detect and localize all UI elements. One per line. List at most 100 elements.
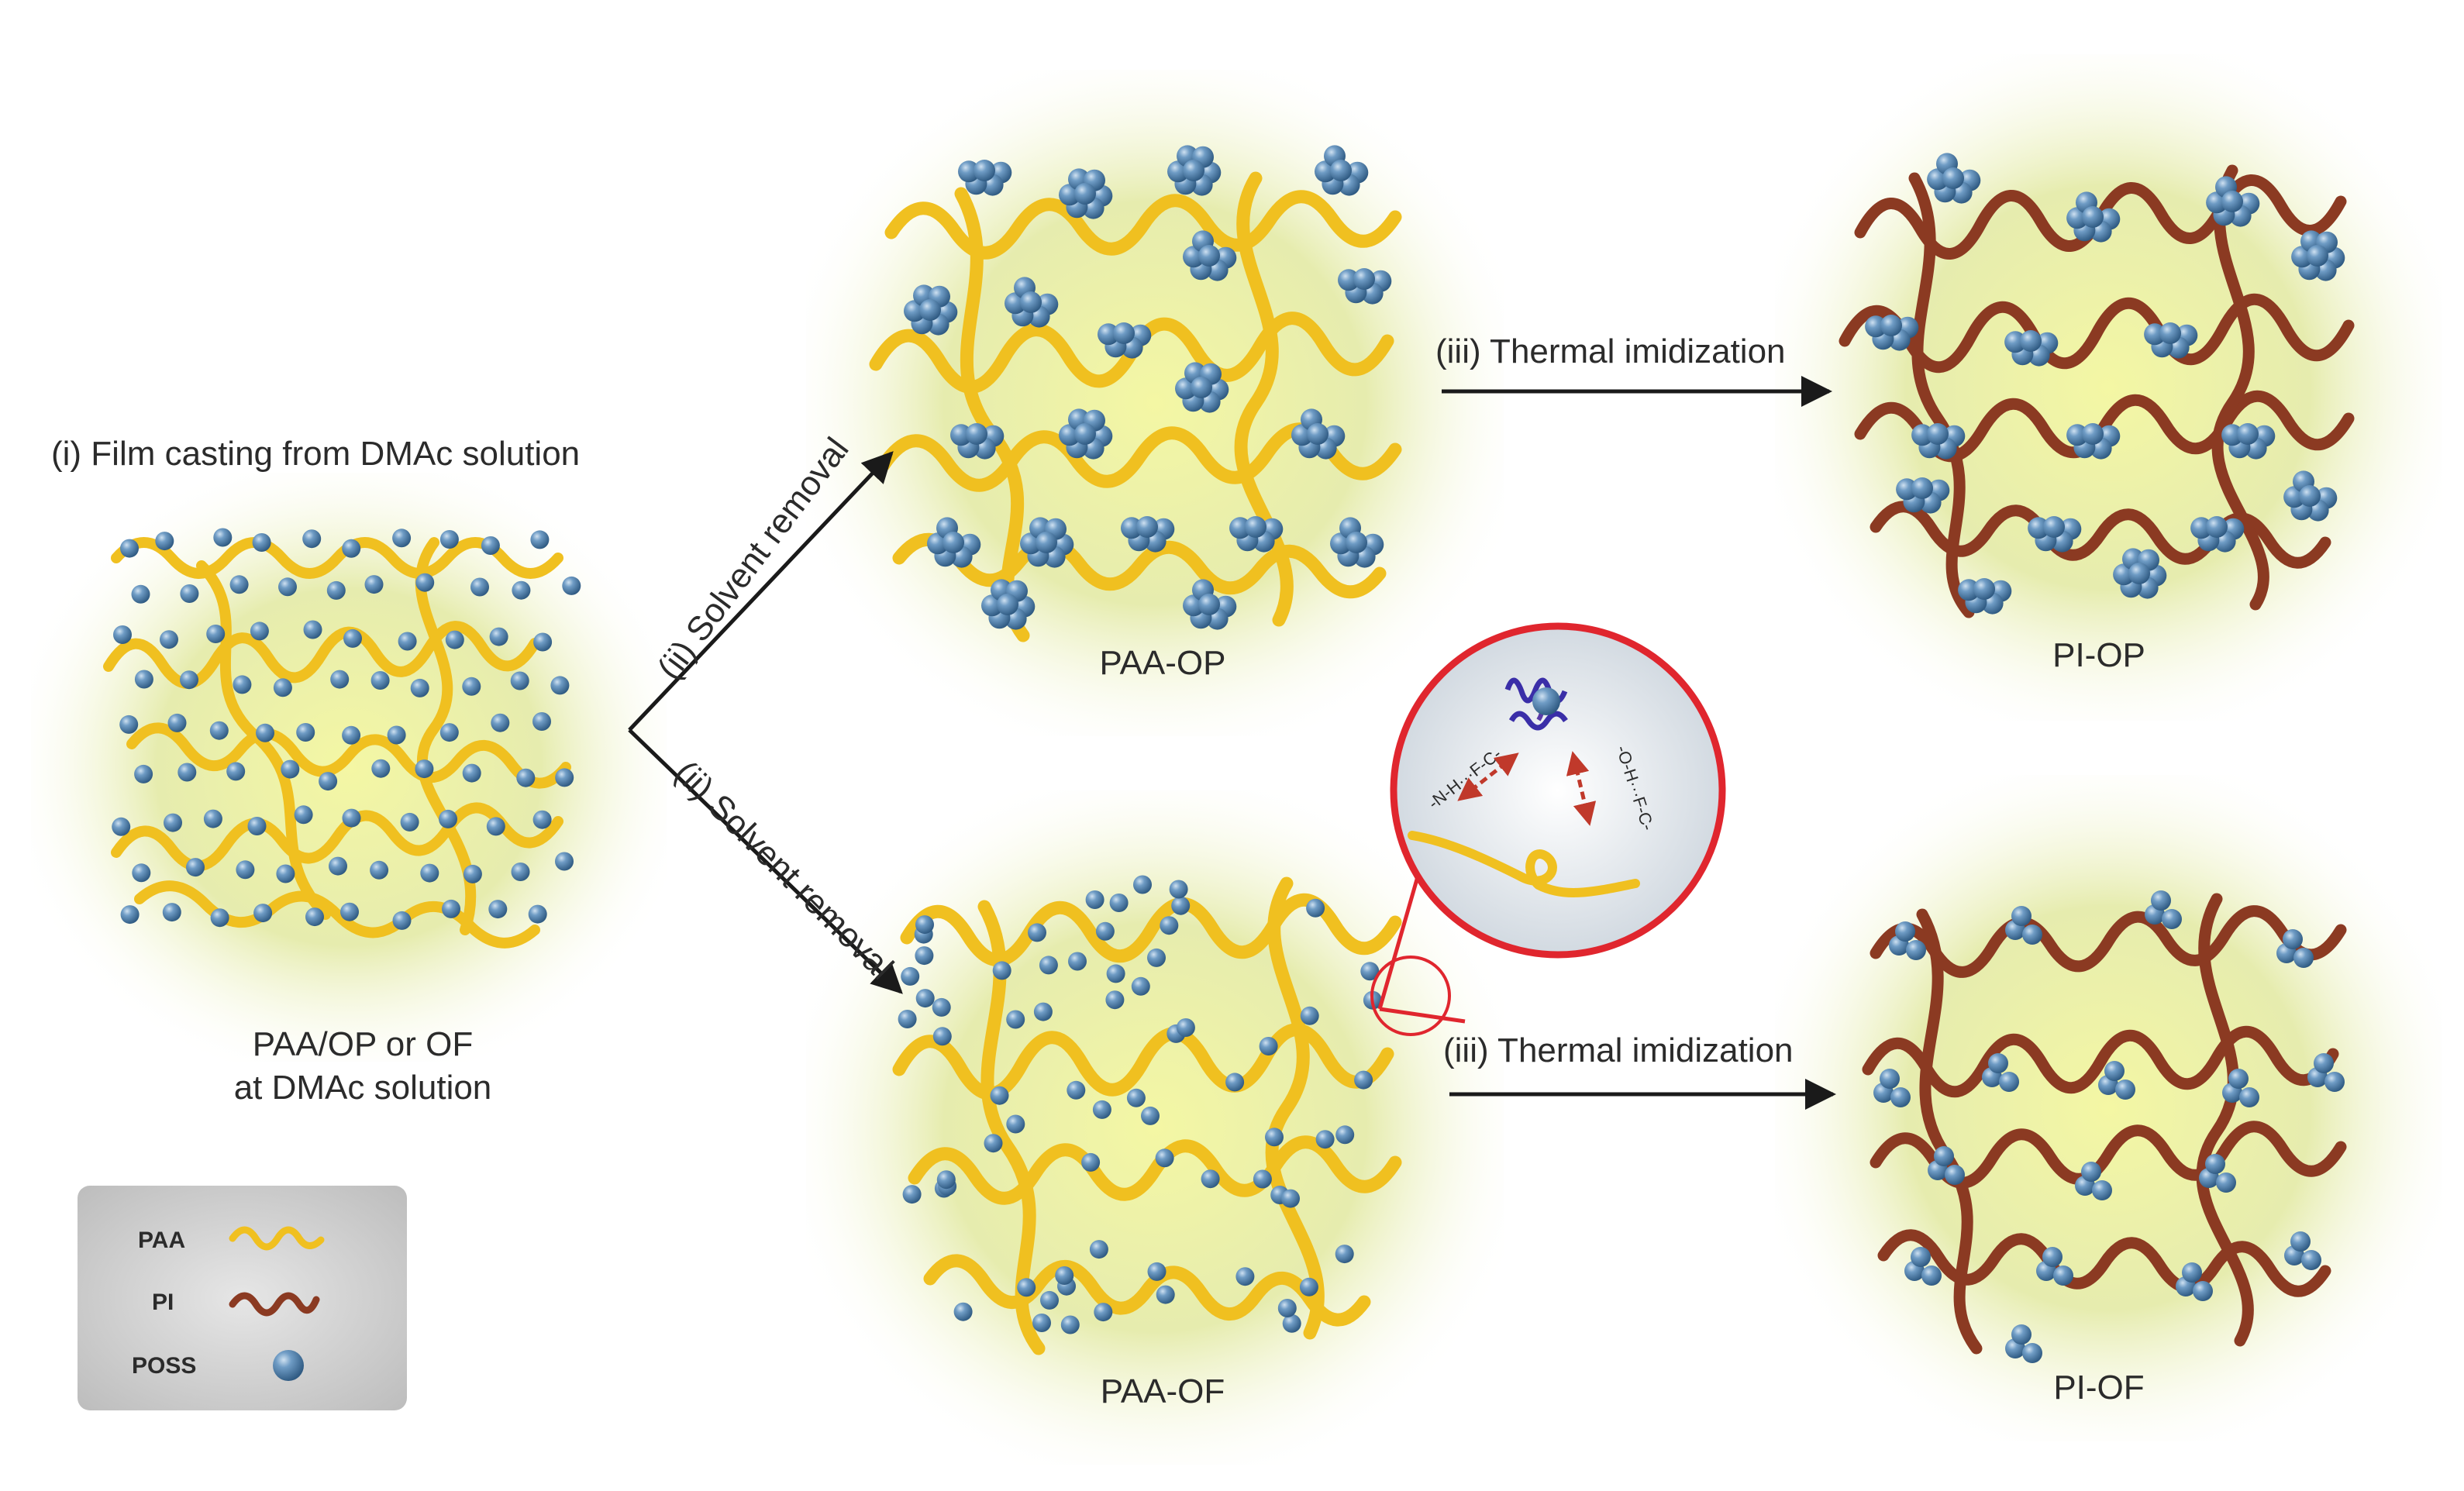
poss-sphere [119, 715, 139, 734]
poss-sphere [532, 712, 551, 731]
poss-sphere [1201, 1169, 1220, 1189]
poss-sphere [180, 584, 199, 603]
poss-sphere [370, 671, 390, 690]
poss-sphere [387, 725, 406, 745]
label-start-line1: PAA/OP or OF [253, 1025, 473, 1063]
poss-sphere [2228, 1069, 2249, 1089]
poss-sphere [167, 713, 187, 732]
poss-sphere [1040, 1290, 1059, 1310]
poss-sphere [112, 817, 131, 836]
polymer-chain [1862, 1025, 2339, 1098]
poss-sphere [1927, 423, 1949, 445]
poss-sphere [2193, 1281, 2213, 1301]
label-paa-of: PAA-OF [1101, 1372, 1225, 1410]
poss-sphere [950, 424, 972, 446]
poss-sphere [2206, 516, 2228, 538]
poss-sphere [1106, 964, 1125, 983]
poss-sphere [2299, 485, 2321, 507]
poss-sphere [2151, 890, 2171, 911]
poss-sphere [1315, 1130, 1335, 1149]
poss-sphere [326, 580, 346, 600]
poss-sphere [134, 670, 153, 689]
zoom-poss-sphere [1532, 687, 1560, 715]
poss-sphere [532, 810, 552, 829]
poss-sphere [1068, 952, 1087, 971]
poss-sphere [2092, 1180, 2112, 1200]
poss-sphere [1198, 594, 1220, 615]
poss-start [112, 528, 581, 930]
poss-sphere [481, 536, 500, 555]
zoom-source-circle [1370, 956, 1451, 1036]
polymer-chain [103, 621, 540, 689]
poss-sphere [936, 1170, 956, 1190]
zoom-paa-chain [1408, 831, 1640, 897]
poss-sphere [2022, 1343, 2042, 1363]
poss-sphere [1094, 1303, 1113, 1322]
polymer-chain [923, 1254, 1371, 1327]
label-pi-op: PI-OP [2052, 636, 2145, 674]
poss-sphere [1880, 315, 1902, 336]
poss-sphere [1300, 1006, 1319, 1025]
polymer-chain [1908, 172, 1975, 618]
polymer-chain [415, 537, 477, 935]
poss-sphere [491, 713, 510, 732]
polymer-chain [2211, 164, 2269, 611]
poss-sphere [2216, 1172, 2236, 1193]
poss-sphere [1307, 423, 1328, 445]
poss-sphere [2020, 330, 2042, 352]
poss-sphere [233, 675, 252, 694]
poss-sphere [1988, 1053, 2008, 1073]
poss-sphere [1055, 1266, 1074, 1285]
poss-sphere [1183, 160, 1204, 181]
poss-sphere [439, 723, 459, 742]
poss-sphere [555, 852, 574, 871]
poss-sphere [236, 860, 255, 880]
poss-sphere [2011, 1324, 2032, 1345]
poss-sphere [1039, 956, 1058, 975]
polymer-chain [1839, 293, 2355, 374]
poss-sphere [943, 532, 964, 553]
poss-sphere [2221, 191, 2243, 212]
poss-sphere [984, 1134, 1003, 1153]
poss-sphere [253, 904, 273, 923]
poss-sphere [1880, 1069, 1900, 1089]
poss-sphere [2314, 1053, 2334, 1073]
poss-sphere [1155, 1148, 1174, 1168]
poss-sphere [410, 678, 429, 697]
poss-sphere [1282, 1314, 1301, 1333]
zoom-poss-cluster [1504, 677, 1568, 731]
poss-sphere [1353, 268, 1375, 290]
poss-sphere [511, 863, 530, 881]
poss-sphere [2307, 245, 2328, 267]
poss-sphere [1147, 1262, 1167, 1281]
polymer-chain [1265, 876, 1325, 1340]
poss-sphere [203, 809, 222, 828]
poss-sphere [1354, 1070, 1373, 1090]
poss-sphere [177, 763, 197, 782]
poss-sphere [1198, 245, 1220, 267]
poss-sphere [1067, 1080, 1086, 1100]
poss-sphere [400, 812, 419, 832]
poss-sphere [209, 721, 229, 740]
panel-glow-pi-op [1775, 54, 2442, 721]
poss-sphere [462, 677, 481, 696]
poss-sphere [342, 539, 361, 558]
poss-sphere [463, 864, 482, 883]
polymer-chain [126, 722, 571, 789]
label-start-line2: at DMAc solution [234, 1069, 492, 1107]
poss-sphere [530, 530, 550, 549]
poss-sphere [442, 899, 460, 918]
poss-sphere [160, 630, 178, 649]
poss-sphere [330, 670, 350, 689]
panel-glow-paa-op [806, 70, 1504, 736]
poss-sphere [294, 805, 313, 825]
poss-sphere [2028, 517, 2050, 539]
poss-sphere [997, 594, 1018, 615]
poss-sphere [2205, 1154, 2225, 1174]
poss-sphere [512, 580, 531, 600]
polymer-chain [196, 560, 331, 920]
poss-sphere [319, 772, 338, 791]
poss-sphere [1229, 517, 1251, 539]
poss-sphere [1020, 291, 1042, 313]
poss-sphere [915, 946, 934, 966]
